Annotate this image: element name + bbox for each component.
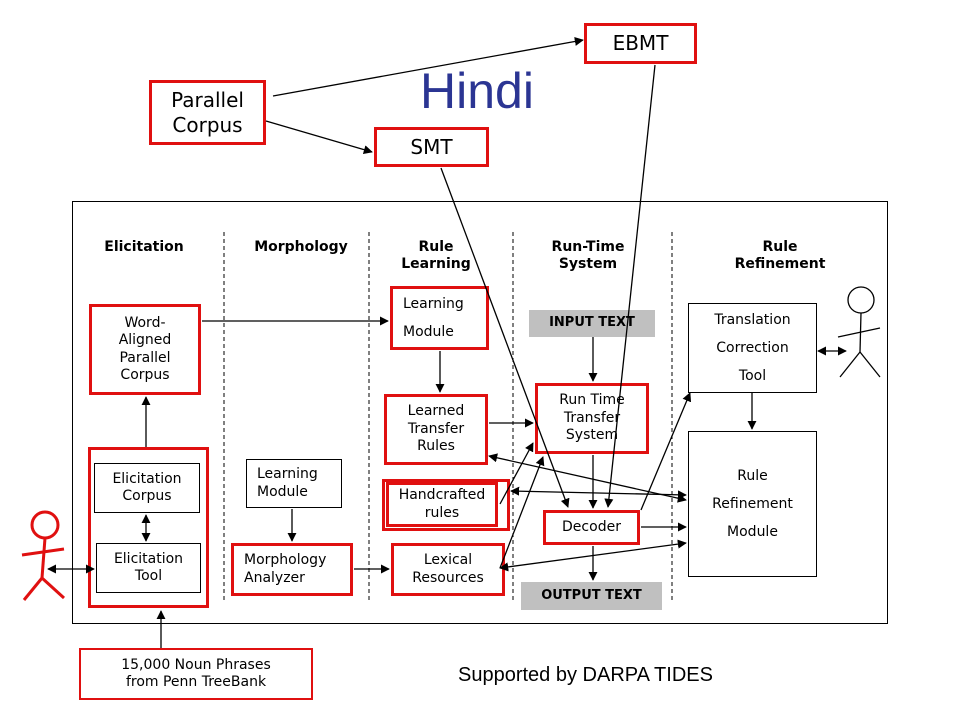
header-runtime-system: Run-Time System	[551, 239, 625, 272]
handcrafted-rules-box: Handcrafted rules	[386, 482, 498, 527]
word-aligned-corpus-box: Word- Aligned Parallel Corpus	[89, 304, 201, 395]
header-rule-refinement: Rule Refinement	[734, 239, 826, 272]
header-elicitation: Elicitation	[104, 239, 184, 255]
ebmt-box: EBMT	[584, 23, 697, 64]
elicitation-corpus-box: Elicitation Corpus	[94, 463, 200, 513]
output-text-label: OUTPUT TEXT	[521, 582, 662, 610]
parallel-corpus-box: Parallel Corpus	[149, 80, 266, 145]
header-rule-learning: Rule Learning	[401, 239, 471, 272]
translation-correction-tool-box: Translation Correction Tool	[688, 303, 817, 393]
lexical-resources-box: Lexical Resources	[391, 543, 505, 596]
smt-box: SMT	[374, 127, 489, 167]
title: Hindi	[420, 63, 534, 119]
arrows	[47, 36, 847, 648]
column-dividers	[223, 232, 673, 600]
user-figure-right	[837, 286, 881, 378]
learning-module-box: Learning Module	[390, 286, 489, 350]
runtime-transfer-system-box: Run Time Transfer System	[535, 383, 649, 454]
user-figure-left	[21, 510, 66, 601]
rule-refinement-module-box: Rule Refinement Module	[688, 431, 817, 577]
system-frame	[72, 201, 888, 624]
noun-phrases-box: 15,000 Noun Phrases from Penn TreeBank	[79, 648, 313, 700]
input-text-label: INPUT TEXT	[529, 310, 655, 337]
footer-credit: Supported by DARPA TIDES	[458, 664, 713, 686]
learned-transfer-rules-box: Learned Transfer Rules	[384, 394, 488, 465]
morphology-analyzer-box: Morphology Analyzer	[231, 543, 353, 596]
header-morphology: Morphology	[254, 239, 348, 255]
morph-learning-module-box: Learning Module	[246, 459, 342, 508]
elicitation-tool-box: Elicitation Tool	[96, 543, 201, 593]
